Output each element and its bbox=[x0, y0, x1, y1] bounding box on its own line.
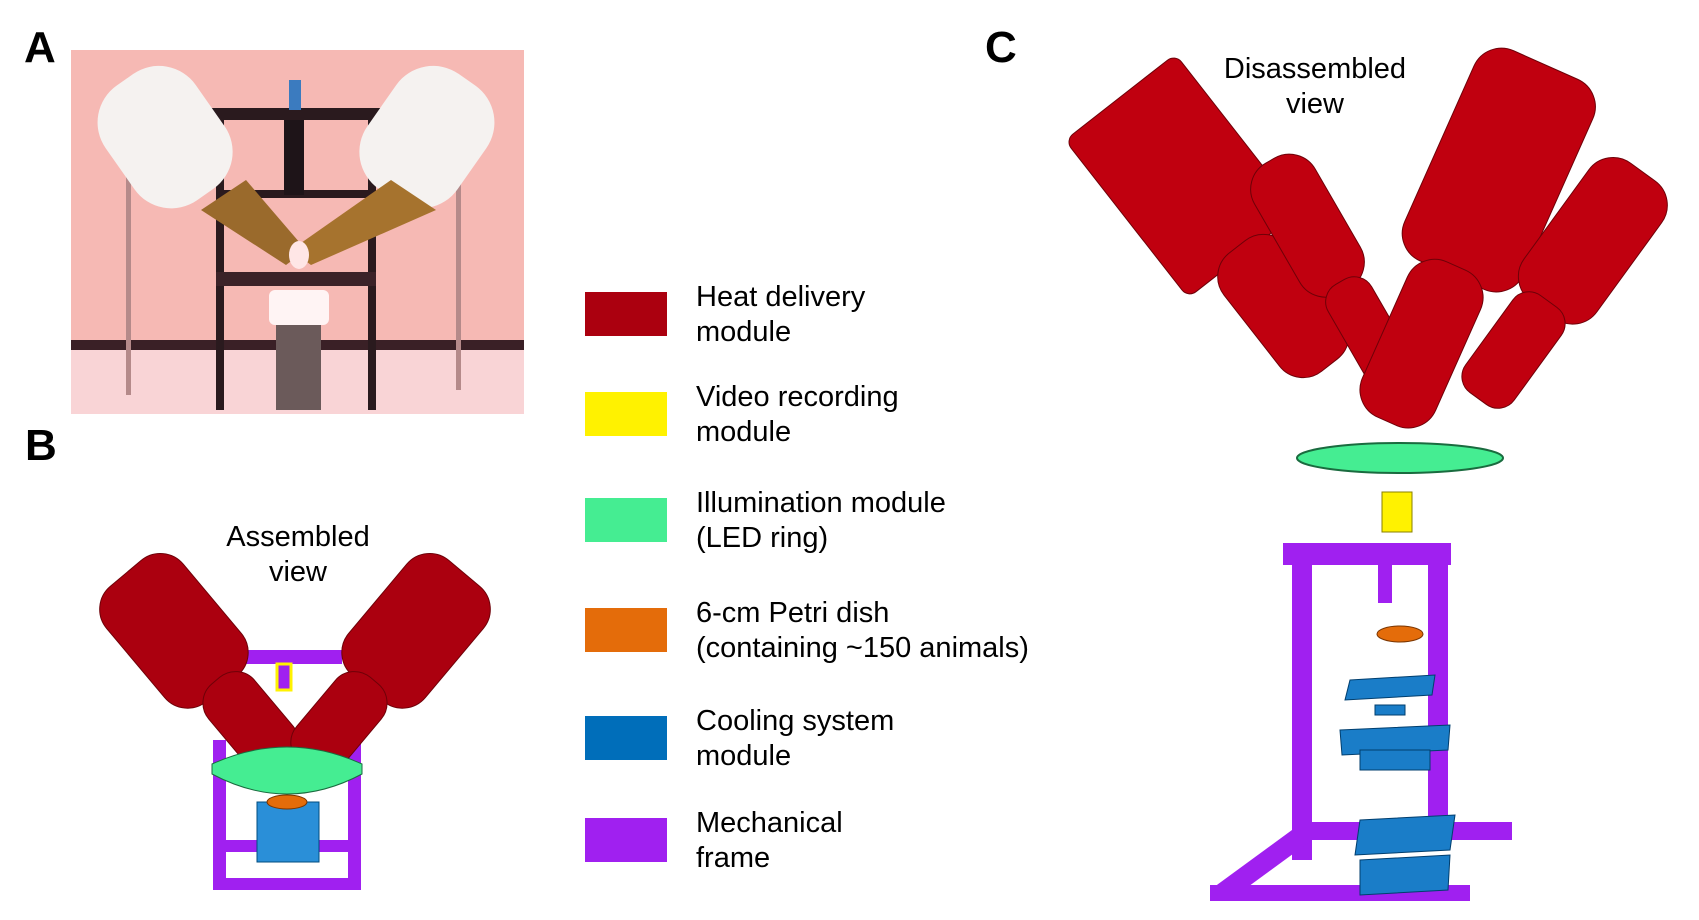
cooling-system-module bbox=[256, 801, 320, 863]
legend-swatch-illumination bbox=[585, 498, 667, 542]
illumination-module bbox=[211, 746, 363, 795]
heat-delivery-module bbox=[1068, 47, 1668, 429]
legend-swatch-heat bbox=[585, 292, 667, 336]
video-recording-module bbox=[1381, 491, 1413, 533]
petri-dish bbox=[1376, 625, 1424, 643]
apparatus-photo bbox=[71, 50, 524, 414]
petri-dish bbox=[266, 794, 308, 810]
assembled-view-diagram bbox=[99, 553, 491, 890]
cooling-system-module bbox=[1339, 674, 1456, 896]
panel-b-label: B bbox=[25, 421, 57, 470]
legend-swatch-petri bbox=[585, 608, 667, 652]
disassembled-view-diagram bbox=[1068, 47, 1668, 901]
legend-label-petri: 6-cm Petri dish(containing ~150 animals) bbox=[696, 597, 1029, 664]
panel-c-label: C bbox=[985, 23, 1017, 72]
legend-label-illumination: Illumination module(LED ring) bbox=[696, 487, 946, 554]
legend-swatch-video bbox=[585, 392, 667, 436]
illumination-module bbox=[1296, 442, 1504, 474]
legend-swatch-cooling bbox=[585, 716, 667, 760]
video-recording-module bbox=[275, 662, 293, 692]
panel-a-label: A bbox=[24, 23, 56, 72]
legend-swatch-frame bbox=[585, 818, 667, 862]
